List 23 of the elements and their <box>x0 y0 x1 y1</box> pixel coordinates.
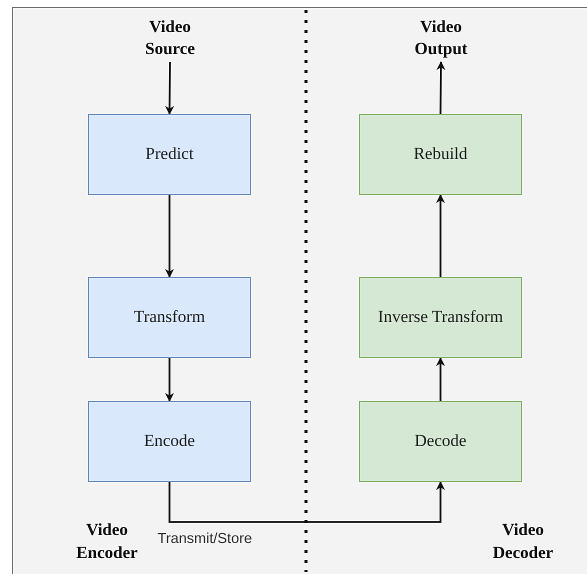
process-box <box>359 114 522 195</box>
process-box <box>88 277 251 358</box>
arrow <box>436 61 446 114</box>
node-text: Video Source <box>144 16 196 60</box>
node-text: Predict <box>145 143 194 166</box>
node-text: Encode <box>144 430 195 452</box>
arrow <box>165 358 174 402</box>
node-text: Rebuild <box>414 143 468 166</box>
arrow <box>165 195 174 278</box>
arrow <box>165 62 174 115</box>
process-box <box>359 277 522 358</box>
node-text: Decode <box>414 430 466 452</box>
node-text: Video Output <box>414 16 468 60</box>
arrow <box>168 481 445 523</box>
process-box <box>88 114 251 195</box>
arrow <box>436 357 445 401</box>
process-box <box>359 401 522 482</box>
section-label: Video Encoder <box>75 519 139 564</box>
node-text: Inverse Transform <box>378 306 504 328</box>
arrow <box>436 194 445 277</box>
section-label: Video Decoder <box>492 519 554 564</box>
node-text: Transform <box>134 306 206 328</box>
process-box <box>88 401 251 482</box>
